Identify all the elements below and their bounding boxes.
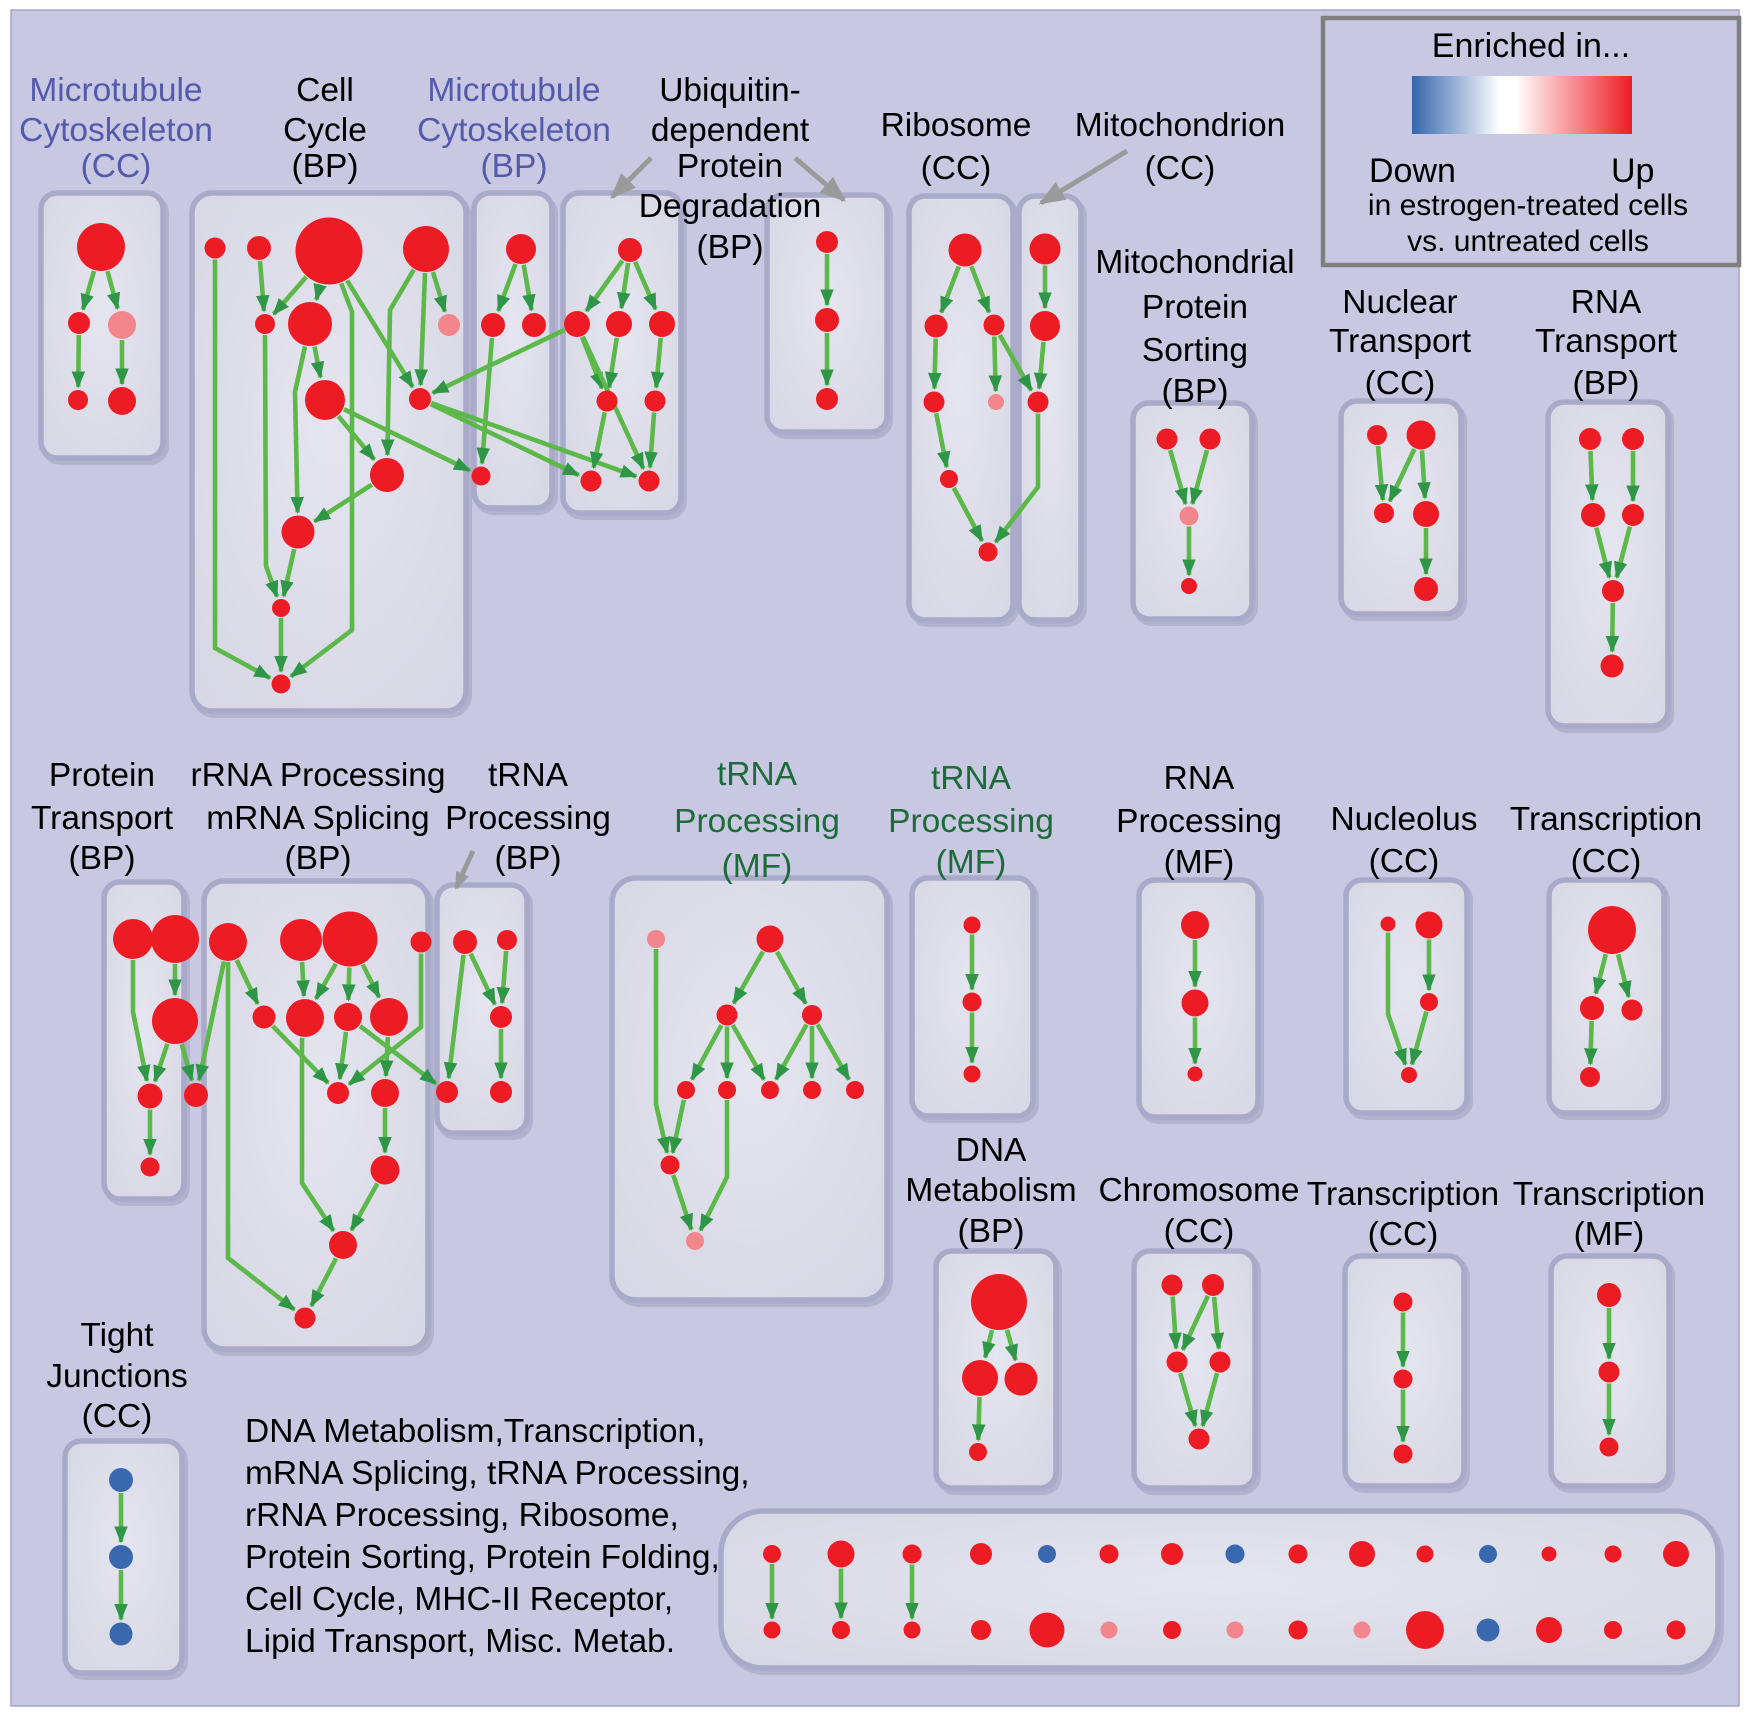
svg-text:Cytoskeleton: Cytoskeleton	[417, 112, 611, 149]
svg-text:Transport: Transport	[1535, 323, 1678, 360]
svg-text:(MF): (MF)	[936, 844, 1007, 881]
svg-text:Transport: Transport	[31, 800, 174, 837]
svg-text:(CC): (CC)	[1368, 1216, 1439, 1253]
svg-text:Down: Down	[1369, 152, 1456, 190]
svg-text:(CC): (CC)	[921, 150, 992, 187]
svg-text:(BP): (BP)	[481, 148, 548, 185]
svg-text:Processing: Processing	[1116, 803, 1282, 840]
svg-text:(CC): (CC)	[82, 1398, 153, 1435]
svg-text:RNA: RNA	[1571, 284, 1642, 321]
svg-text:Transcription: Transcription	[1307, 1176, 1499, 1213]
svg-text:(CC): (CC)	[1571, 843, 1642, 880]
svg-text:Up: Up	[1611, 152, 1654, 190]
svg-text:mRNA Splicing, tRNA Processing: mRNA Splicing, tRNA Processing,	[245, 1455, 750, 1492]
svg-text:vs. untreated cells: vs. untreated cells	[1407, 225, 1649, 258]
svg-text:Metabolism: Metabolism	[905, 1172, 1076, 1209]
svg-text:Protein: Protein	[49, 757, 155, 794]
svg-text:Microtubule: Microtubule	[29, 72, 202, 109]
svg-text:DNA Metabolism,Transcription,: DNA Metabolism,Transcription,	[245, 1413, 705, 1450]
svg-text:dependent: dependent	[651, 112, 810, 149]
svg-text:Mitochondrion: Mitochondrion	[1075, 107, 1285, 144]
svg-text:(MF): (MF)	[1164, 844, 1235, 881]
svg-text:Junctions: Junctions	[46, 1358, 188, 1395]
svg-text:(BP): (BP)	[1573, 365, 1640, 402]
svg-text:(BP): (BP)	[495, 840, 562, 877]
svg-text:Mitochondrial: Mitochondrial	[1095, 244, 1294, 281]
svg-text:Protein Sorting, Protein Foldi: Protein Sorting, Protein Folding,	[245, 1539, 720, 1576]
svg-text:tRNA: tRNA	[931, 760, 1012, 797]
svg-text:Microtubule: Microtubule	[427, 72, 600, 109]
svg-text:Cycle: Cycle	[283, 112, 367, 149]
svg-text:tRNA: tRNA	[488, 757, 569, 794]
svg-text:Protein: Protein	[677, 148, 783, 185]
svg-text:(CC): (CC)	[1365, 365, 1436, 402]
svg-text:(BP): (BP)	[697, 229, 764, 266]
svg-text:Transcription: Transcription	[1513, 1176, 1705, 1213]
svg-text:(BP): (BP)	[1162, 373, 1229, 410]
svg-text:(BP): (BP)	[285, 840, 352, 877]
svg-text:Tight: Tight	[80, 1317, 154, 1354]
svg-text:Processing: Processing	[674, 803, 840, 840]
svg-text:(BP): (BP)	[292, 148, 359, 185]
svg-text:(MF): (MF)	[722, 848, 793, 885]
svg-text:Transport: Transport	[1329, 323, 1472, 360]
svg-text:DNA: DNA	[956, 1132, 1027, 1169]
svg-text:Protein: Protein	[1142, 289, 1248, 326]
svg-text:Cell Cycle, MHC-II Receptor,: Cell Cycle, MHC-II Receptor,	[245, 1581, 673, 1618]
svg-text:Processing: Processing	[445, 800, 611, 837]
svg-text:tRNA: tRNA	[717, 756, 798, 793]
svg-text:(CC): (CC)	[1369, 843, 1440, 880]
svg-text:RNA: RNA	[1164, 760, 1235, 797]
svg-text:Cell: Cell	[296, 72, 354, 109]
svg-text:Chromosome: Chromosome	[1098, 1172, 1299, 1209]
svg-text:(CC): (CC)	[1164, 1213, 1235, 1250]
svg-text:(CC): (CC)	[81, 148, 152, 185]
svg-text:(BP): (BP)	[958, 1213, 1025, 1250]
svg-text:mRNA Splicing: mRNA Splicing	[206, 800, 429, 837]
svg-text:Cytoskeleton: Cytoskeleton	[19, 112, 213, 149]
svg-text:(CC): (CC)	[1145, 150, 1216, 187]
svg-text:Sorting: Sorting	[1142, 332, 1248, 369]
svg-text:(MF): (MF)	[1574, 1216, 1645, 1253]
svg-text:Processing: Processing	[888, 803, 1054, 840]
svg-text:Ubiquitin-: Ubiquitin-	[659, 72, 801, 109]
svg-text:Nucleolus: Nucleolus	[1330, 801, 1477, 838]
svg-text:(BP): (BP)	[69, 840, 136, 877]
svg-text:rRNA Processing, Ribosome,: rRNA Processing, Ribosome,	[245, 1497, 679, 1534]
svg-text:Ribosome: Ribosome	[881, 107, 1032, 144]
svg-text:Lipid Transport, Misc. Metab.: Lipid Transport, Misc. Metab.	[245, 1623, 675, 1660]
svg-text:rRNA Processing: rRNA Processing	[190, 757, 445, 794]
svg-text:Enriched in...: Enriched in...	[1432, 27, 1630, 65]
svg-text:Transcription: Transcription	[1510, 801, 1702, 838]
svg-text:Nuclear: Nuclear	[1342, 284, 1457, 321]
svg-text:Degradation: Degradation	[639, 188, 822, 225]
svg-text:in estrogen-treated cells: in estrogen-treated cells	[1368, 189, 1688, 222]
